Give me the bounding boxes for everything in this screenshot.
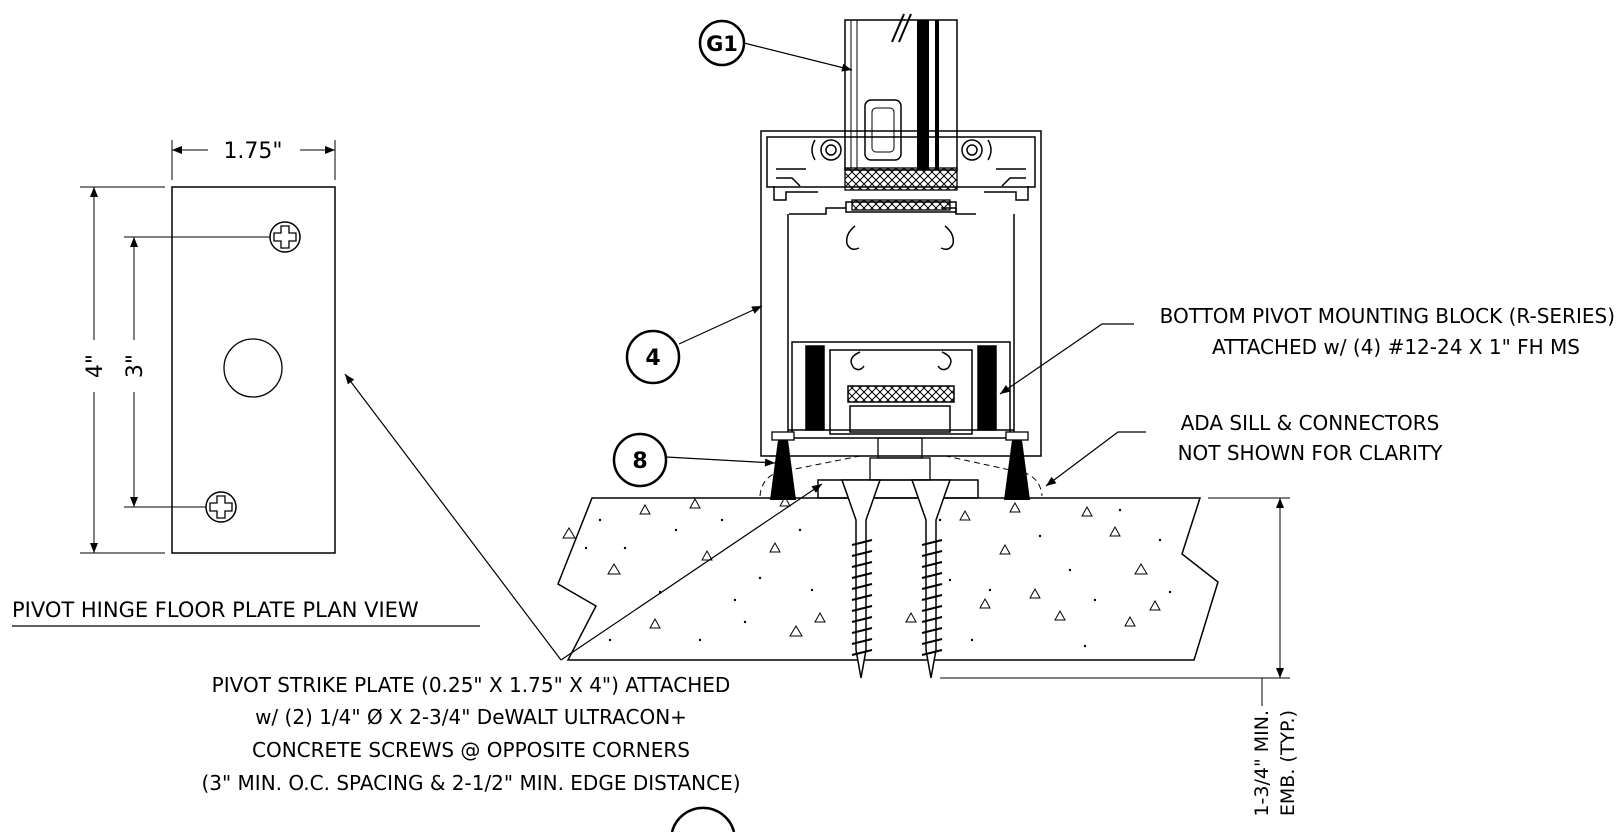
callout-anchor: 8 [612,432,776,488]
width-dimension-label: 1.75" [223,139,282,164]
note-ada-sill-line2: NOT SHOWN FOR CLARITY [1178,441,1444,465]
note-strike-plate-line4: (3" MIN. O.C. SPACING & 2-1/2" MIN. EDGE… [201,771,740,795]
pivot-mounting-block [791,341,1011,439]
pivot-hole [223,338,283,398]
glass-unit [844,13,958,171]
floor-plate-plan-view: 1.75" 4" 3" PIVOT HINGE FLOOR PLATE PLAN… [12,139,480,627]
note-mounting-block: BOTTOM PIVOT MOUNTING BLOCK (R-SERIES) A… [999,304,1615,395]
note-strike-plate: PIVOT STRIKE PLATE (0.25" X 1.75" X 4") … [201,373,823,795]
anchor-fastener [1004,431,1030,500]
note-strike-plate-line1: PIVOT STRIKE PLATE (0.25" X 1.75" X 4") … [212,673,731,697]
door-frame-profile [760,130,1042,457]
concrete-screw [910,479,952,679]
callout-frame: 4 [625,305,763,385]
concrete-slab [557,497,1219,661]
callout-anchor-label: 8 [632,449,647,474]
note-ada-sill: ADA SILL & CONNECTORS NOT SHOWN FOR CLAR… [1045,411,1444,487]
callout-frame-label: 4 [645,346,660,371]
callout-glass: G1 [698,19,853,72]
glazing-gasket [811,139,992,161]
strike-plate [817,479,979,499]
concrete-screw [840,479,882,679]
anchor-fastener [770,431,796,500]
note-embedment-line1: 1-3/4" MIN. [1251,710,1273,817]
detail-bubble-partial [670,806,736,832]
spacing-dimension-label: 3" [123,354,148,378]
section-view [557,13,1290,706]
setting-block [844,167,958,191]
plan-view-title: PIVOT HINGE FLOOR PLATE PLAN VIEW [12,598,419,622]
callout-glass-label: G1 [706,32,738,56]
note-strike-plate-line2: w/ (2) 1/4" Ø X 2-3/4" DeWALT ULTRACON+ [255,705,687,729]
note-mounting-block-line2: ATTACHED w/ (4) #12-24 X 1" FH MS [1212,335,1580,359]
note-strike-plate-line3: CONCRETE SCREWS @ OPPOSITE CORNERS [252,738,690,762]
height-dimension-label: 4" [83,354,108,378]
note-embedment: 1-3/4" MIN. EMB. (TYP.) [1251,710,1299,817]
note-ada-sill-line1: ADA SILL & CONNECTORS [1181,411,1440,435]
screw-head-icon [205,491,237,523]
note-embedment-line2: EMB. (TYP.) [1277,710,1299,816]
note-mounting-block-line1: BOTTOM PIVOT MOUNTING BLOCK (R-SERIES) [1160,304,1615,328]
pivot-pin [869,457,931,481]
floor-plate-outline [171,186,336,554]
screw-head-icon [269,221,301,253]
